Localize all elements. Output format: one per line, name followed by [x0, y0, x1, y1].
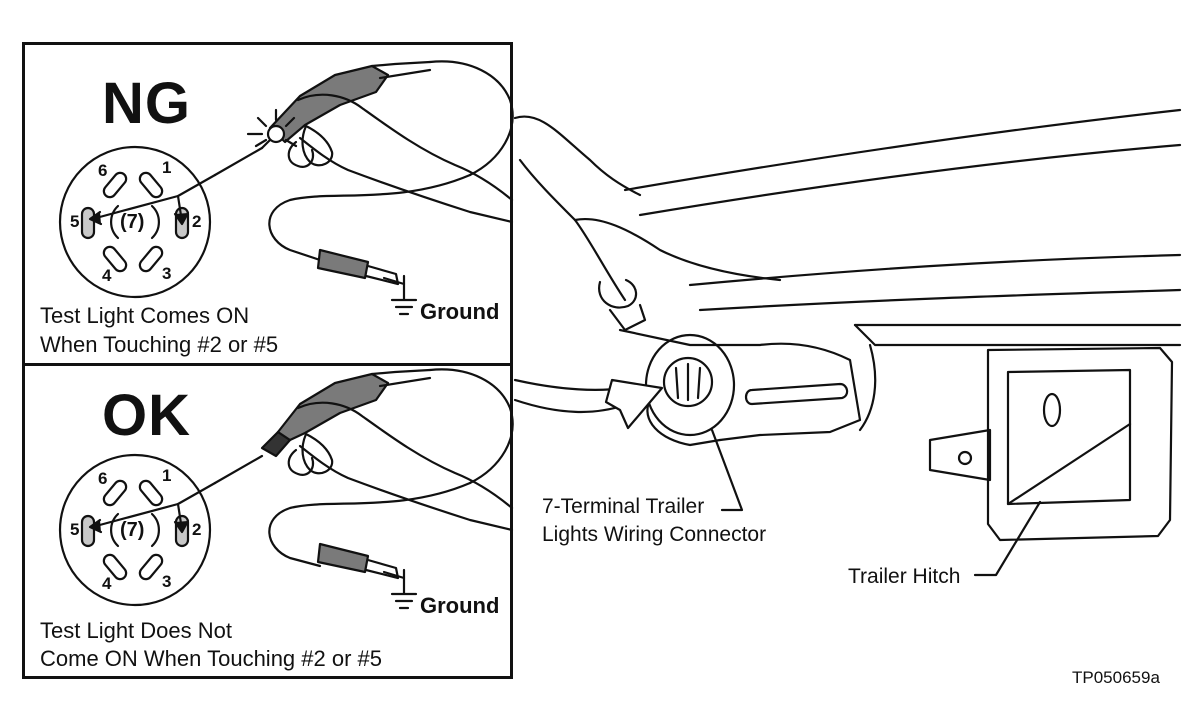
right-hand — [513, 115, 782, 332]
ok-pin-2: 2 — [192, 520, 202, 539]
hitch-bracket — [618, 328, 862, 442]
ng-hand — [287, 93, 514, 224]
ok-caption-line2: Come ON When Touching #2 or #5 — [40, 646, 382, 671]
callout-leaders — [710, 428, 1042, 577]
ng-pin-1: 1 — [162, 158, 172, 177]
ok-hand — [287, 401, 514, 532]
ok-pin-7: (7) — [120, 519, 145, 541]
ng-test-light-probe — [213, 60, 514, 177]
trailer-hitch — [853, 323, 1182, 542]
ng-caption-line2: When Touching #2 or #5 — [40, 332, 279, 357]
ng-pin-4: 4 — [102, 266, 112, 285]
ng-probe-arrows — [88, 173, 217, 226]
ok-pin-3: 3 — [162, 572, 172, 591]
ng-pin-7: (7) — [120, 211, 145, 233]
ng-pin-2: 2 — [192, 212, 202, 231]
ng-ground-lead — [268, 173, 472, 316]
vehicle-bumper-lines — [623, 108, 1182, 312]
ng-caption-line1: Test Light Comes ON — [40, 303, 250, 328]
connector-pointer-arrow — [513, 378, 664, 430]
ok-pin-1: 1 — [162, 466, 172, 485]
test-panel-frame — [22, 42, 513, 679]
ok-ground-lead — [268, 481, 472, 610]
ng-pin-3: 3 — [162, 264, 172, 283]
ok-caption-line1: Test Light Does Not — [40, 618, 232, 643]
connector-callout-line2: Lights Wiring Connector — [542, 523, 767, 546]
hitch-callout: Trailer Hitch — [848, 565, 961, 588]
connector-callout-line1: 7-Terminal Trailer — [542, 495, 705, 518]
ng-pin-6: 6 — [98, 161, 108, 180]
ok-pin-6: 6 — [98, 469, 108, 488]
ok-probe-arrows — [88, 481, 217, 534]
ok-status-label: OK — [102, 383, 191, 448]
ok-pin-5: 5 — [70, 520, 80, 539]
ng-status-label: NG — [102, 71, 191, 136]
ng-pin-5: 5 — [70, 212, 80, 231]
panel-divider — [22, 363, 513, 366]
ok-connector-face — [58, 453, 212, 607]
ng-ground-label: Ground — [420, 299, 500, 324]
figure-code: TP050659a — [1072, 668, 1160, 687]
ok-pin-4: 4 — [102, 574, 112, 593]
ok-ground-label: Ground — [420, 593, 500, 618]
